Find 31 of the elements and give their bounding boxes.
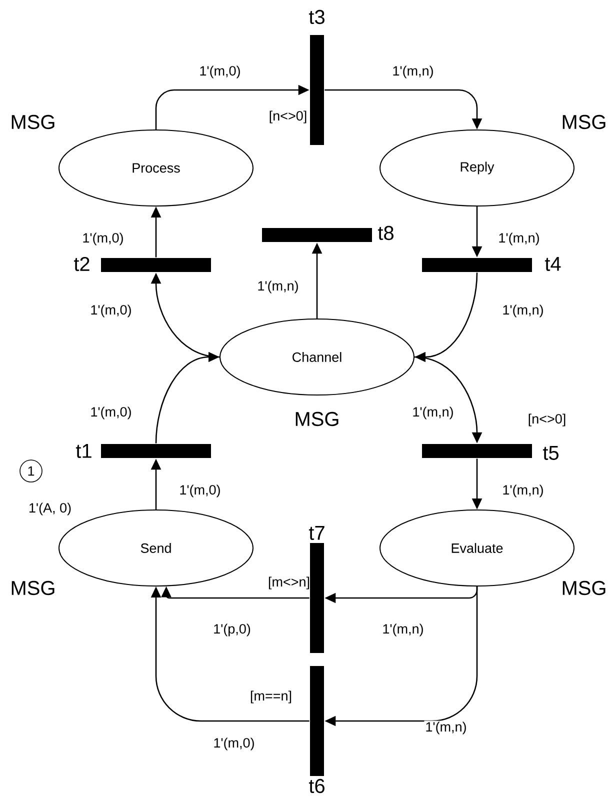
edge-label: 1'(m,n) xyxy=(381,622,425,638)
colour-set-label: MSG xyxy=(296,412,338,426)
colour-set-label: MSG xyxy=(12,114,54,130)
guard-label: [n<>0] xyxy=(270,110,306,124)
edge-label: 1'(m,n) xyxy=(256,280,300,294)
edge-label: 1'(m,n) xyxy=(424,720,468,736)
edge-label: 1'(m,0) xyxy=(81,232,125,246)
transition-label: t4 xyxy=(544,257,561,271)
edge-label: 1'(m,0) xyxy=(178,484,222,498)
edge-label: 1'(m,n) xyxy=(497,232,541,246)
transition-label: t7 xyxy=(308,526,324,540)
transition-label: t8 xyxy=(378,226,394,240)
transition-label: t6 xyxy=(308,778,324,794)
guard-label: [n<>0] xyxy=(528,414,566,426)
edge-label: 1'(m,n) xyxy=(411,406,455,420)
colour-set-label: MSG xyxy=(562,114,606,130)
transition-label: t2 xyxy=(74,256,90,272)
guard-label: [m==n] xyxy=(250,690,292,704)
edge-label: 1'(m,n) xyxy=(501,304,545,318)
transition-label: t1 xyxy=(76,444,92,458)
colour-set-label: MSG xyxy=(12,580,54,596)
edge-label: 1'(m,0) xyxy=(89,406,133,420)
edge-label: 1'(m,0) xyxy=(89,304,133,318)
edge-label: 1'(m,n) xyxy=(501,484,545,498)
edge-label: 1'(m,0) xyxy=(198,64,242,80)
edge-label: 1'(m,0) xyxy=(212,736,256,752)
guard-label: [m<>n] xyxy=(268,576,310,590)
transition-label: t3 xyxy=(308,10,324,24)
transition-label: t5 xyxy=(542,446,559,460)
edge-label: 1'(m,n) xyxy=(391,64,435,80)
edge-label: 1'(p,0) xyxy=(212,622,252,638)
